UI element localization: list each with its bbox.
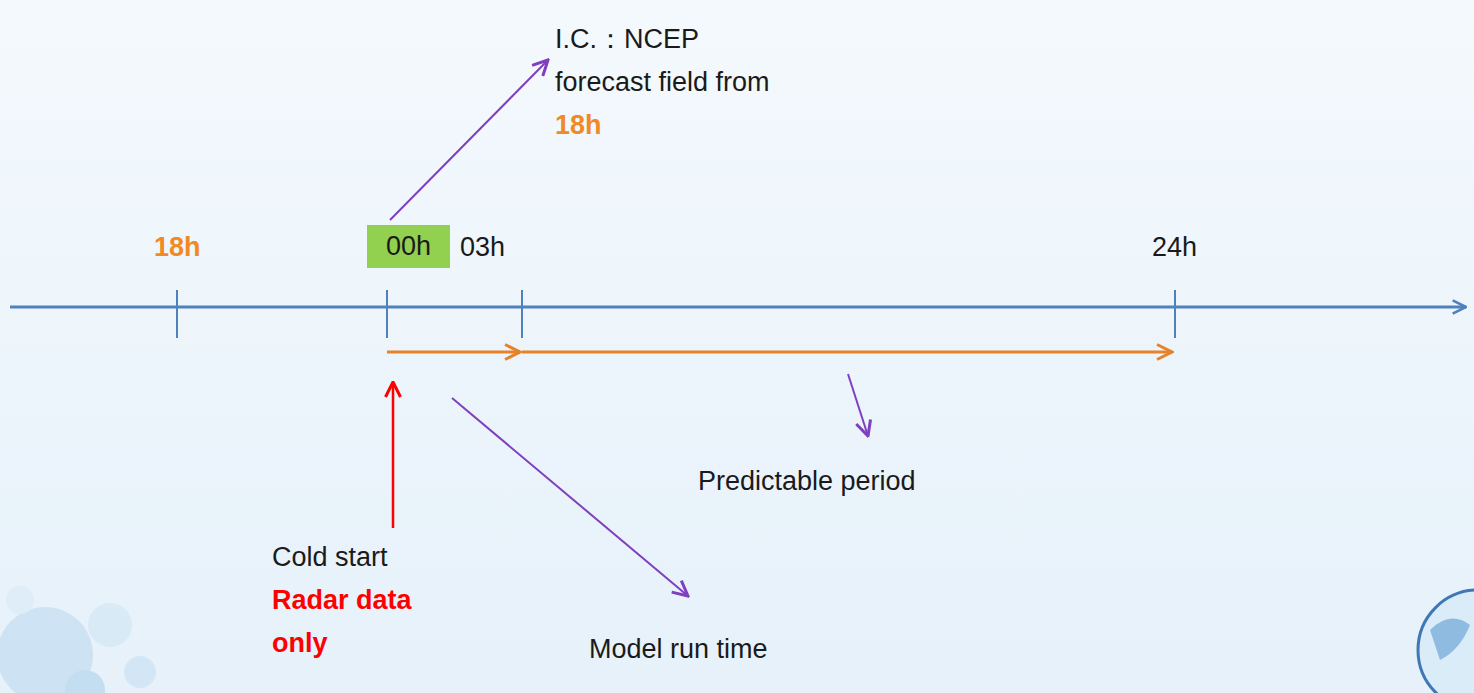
decor-globe <box>1418 590 1474 693</box>
period-label: Model run time <box>589 628 768 671</box>
ic-time: 18h <box>555 110 602 140</box>
cold-start-arrow <box>392 382 395 528</box>
tick-label: 18h <box>154 226 201 269</box>
ic-note-text: I.C.：NCEP forecast field from <box>555 24 770 97</box>
predictable-arrow <box>522 351 1172 354</box>
predictable-leader <box>848 374 868 436</box>
tick-marks <box>177 290 1175 338</box>
time-label: 00h <box>386 231 431 262</box>
period-label: Predictable period <box>698 460 916 503</box>
tick-label: 24h <box>1152 226 1197 269</box>
cold-start-text: Cold start <box>272 536 437 579</box>
ic-leader-arrow <box>390 60 548 220</box>
run-time-arrow <box>387 351 520 354</box>
radar-note: Radar data only <box>272 579 437 665</box>
run-time-leader <box>452 398 688 596</box>
tick-label: 03h <box>460 226 505 269</box>
cold-start-note: Cold startRadar data only <box>272 536 437 665</box>
time-axis <box>10 306 1466 309</box>
ic-note: I.C.：NCEP forecast field from 18h <box>555 18 770 147</box>
time-box: 00h <box>367 225 450 268</box>
decor-bubbles <box>0 586 156 693</box>
